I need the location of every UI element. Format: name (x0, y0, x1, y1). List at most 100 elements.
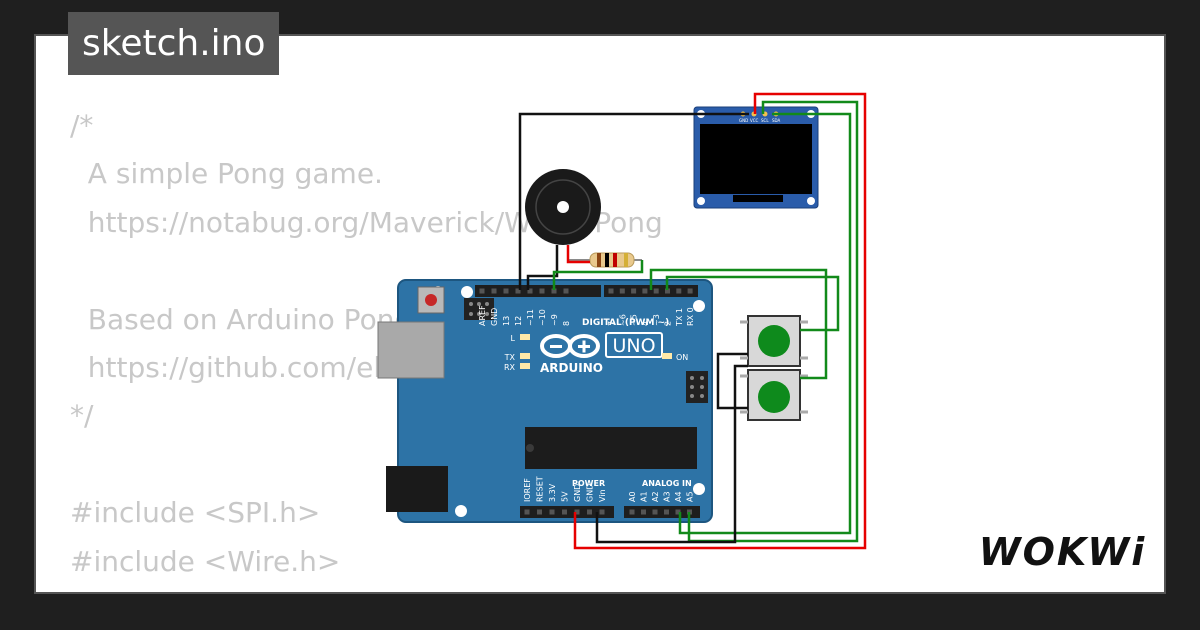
code-line: #include <SPI.h> (70, 496, 321, 530)
led-label-l: L (511, 334, 516, 343)
digital-pin-label: ~3 (652, 314, 661, 326)
analog-pin-label: A5 (686, 491, 695, 502)
wire-green-sda (678, 112, 852, 535)
mount-hole (693, 483, 705, 495)
code-line: #include <Wire.h> (70, 544, 341, 578)
analog-pin-label: A2 (651, 491, 660, 502)
power-pin[interactable] (524, 509, 530, 515)
power-jack (386, 466, 448, 512)
wire-green-pin2 (665, 275, 840, 332)
digital-pin-label: ~11 (526, 309, 535, 326)
digital-header-label: DIGITAL (PWM ~) (582, 318, 669, 328)
reset-button-cap (425, 294, 437, 306)
wires (518, 92, 867, 550)
wokwi-logo: WOKWi (975, 528, 1150, 576)
digital-pin-label: 4 (641, 321, 650, 326)
analog-pin-label: A1 (640, 491, 649, 502)
analog-pin-label: A0 (628, 491, 637, 502)
analog-pin[interactable] (652, 509, 658, 515)
led-label-on: ON (676, 353, 688, 362)
digital-pin[interactable] (687, 288, 693, 294)
power-pin[interactable] (549, 509, 555, 515)
power-pin[interactable] (599, 509, 605, 515)
digital-pin[interactable] (631, 288, 637, 294)
power-pin[interactable] (562, 509, 567, 515)
digital-pin-label: ~6 (618, 314, 627, 326)
power-pin-label: Vin (598, 489, 607, 502)
power-pin[interactable] (537, 509, 542, 515)
digital-pin-label: TX 1 (675, 308, 684, 327)
digital-pin[interactable] (527, 288, 533, 294)
digital-pin-label: ~10 (538, 309, 547, 326)
analog-pin[interactable] (664, 509, 669, 515)
digital-pin[interactable] (479, 288, 485, 294)
led-label-tx: TX (504, 353, 516, 362)
code-line: /* (70, 109, 94, 142)
analog-pin[interactable] (629, 509, 635, 515)
pushbutton-top[interactable] (740, 315, 808, 367)
digital-pin[interactable] (563, 288, 569, 294)
arduino-logo (540, 334, 600, 358)
digital-pin[interactable] (642, 288, 648, 294)
oled-ribbon (733, 195, 783, 202)
mount-hole (461, 286, 473, 298)
analog-pin-label: A3 (663, 491, 672, 502)
pushbutton-bottom-cap (758, 381, 790, 413)
filename-tab[interactable]: sketch.ino (68, 12, 280, 75)
digital-pin[interactable] (665, 288, 670, 294)
digital-pin-label: RX 0 (686, 307, 695, 326)
pushbutton-bottom[interactable] (740, 369, 808, 421)
digital-pin-label: 7 (607, 321, 616, 326)
digital-pin[interactable] (491, 288, 497, 294)
wire-black-buzzer (526, 245, 559, 290)
resistor[interactable] (568, 252, 642, 268)
digital-pin[interactable] (608, 288, 614, 294)
oled-pin-label: VCC (750, 118, 759, 123)
wire-black-button-link (716, 352, 748, 410)
piezo-buzzer[interactable] (525, 169, 601, 245)
digital-pin[interactable] (619, 288, 625, 294)
wire-black-gnd-oled (518, 112, 749, 290)
digital-pin[interactable] (653, 288, 659, 294)
code-line: */ (70, 399, 94, 433)
icsp-header (464, 298, 494, 320)
power-header-label: POWER (572, 479, 605, 488)
power-pin-label: 3.3V (548, 483, 557, 502)
oled-pin-label: SCL (761, 118, 769, 123)
digital-header (475, 285, 698, 297)
oled-pin-label: SDA (772, 118, 781, 123)
power-pin[interactable] (587, 509, 592, 515)
wire-green-scl (687, 100, 859, 543)
digital-pin[interactable] (539, 288, 545, 294)
digital-pin[interactable] (676, 288, 682, 294)
digital-pin-label: ~5 (630, 314, 639, 326)
analog-pin[interactable] (641, 509, 646, 515)
digital-pin[interactable] (551, 288, 557, 294)
digital-pin-label: AREF (478, 305, 487, 326)
power-pin-label: IOREF (523, 478, 532, 502)
oled-screen (700, 124, 812, 194)
icsp-header-right (686, 371, 708, 403)
digital-pin-label: 2 (664, 321, 673, 326)
analog-header-label: ANALOG IN (642, 479, 692, 488)
digital-pin[interactable] (515, 288, 521, 294)
uno-badge (605, 332, 663, 358)
digital-pin-label: 8 (562, 321, 571, 326)
analog-pin[interactable] (675, 509, 681, 515)
digital-pin-label: GND (490, 308, 499, 326)
pushbutton-top-cap (758, 325, 790, 357)
led-rx (520, 363, 530, 369)
power-pin[interactable] (574, 509, 580, 515)
digital-pin-label: 13 (502, 316, 511, 326)
wire-red-buzzer (566, 245, 590, 264)
usb-port (377, 321, 445, 379)
led-l (520, 334, 530, 340)
digital-pin[interactable] (503, 288, 509, 294)
analog-pin-label: A4 (674, 491, 683, 502)
code-line: A simple Pong game. (70, 157, 383, 191)
